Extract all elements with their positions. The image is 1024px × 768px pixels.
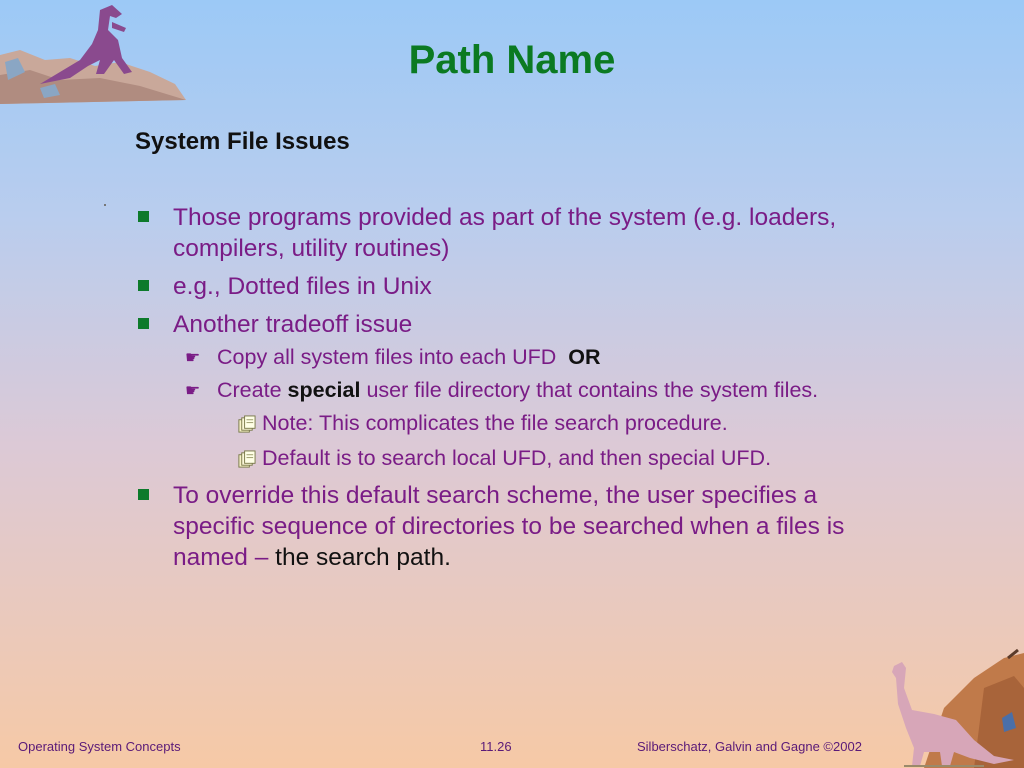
note-pad-icon (238, 415, 256, 433)
bullet-item: Those programs provided as part of the s… (135, 202, 905, 264)
green-square-bullet-icon (138, 280, 149, 291)
bullet-text: Another tradeoff issue (173, 311, 413, 338)
bullet-text: Those programs provided as part of the s… (173, 204, 837, 262)
note-item: Default is to search local UFD, and then… (135, 445, 905, 472)
bullet-item: To override this default search scheme, … (135, 480, 905, 573)
bullet-item: Another tradeoff issue (135, 309, 905, 340)
slide-title: Path Name (408, 38, 616, 82)
footer-page-number: 11.26 (480, 739, 512, 754)
dinosaur-bottom-right-illustration (892, 648, 1024, 768)
sub-bullet-text: Copy all system files into each UFD (217, 345, 557, 369)
footer-course-title: Operating System Concepts (18, 739, 181, 754)
bullet-item: e.g., Dotted files in Unix (135, 271, 905, 302)
bullet-text: e.g., Dotted files in Unix (173, 273, 432, 300)
green-square-bullet-icon (138, 489, 149, 500)
pointing-hand-icon: ☛ (185, 348, 201, 367)
footer-copyright: Silberschatz, Galvin and Gagne ©2002 (637, 739, 862, 754)
special-emphasis: special (287, 378, 361, 402)
bullet-text: To override this default search scheme, … (173, 482, 845, 571)
note-text: Note: This complicates the file search p… (262, 411, 728, 435)
note-pad-icon (238, 450, 256, 468)
sub-bullet-text-post: user file directory that contains the sy… (366, 378, 819, 402)
search-path-text: the search path. (275, 544, 451, 571)
note-item: Note: This complicates the file search p… (135, 410, 905, 437)
sub-bullet-item: ☛ Create special user file directory tha… (135, 377, 905, 404)
note-text: Default is to search local UFD, and then… (262, 446, 772, 470)
green-square-bullet-icon (138, 211, 149, 222)
dinosaur-top-left-illustration (0, 5, 186, 104)
green-square-bullet-icon (138, 318, 149, 329)
sub-bullet-item: ☛ Copy all system files into each UFD OR (135, 344, 905, 371)
sub-bullet-text-pre: Create (217, 378, 282, 402)
pointing-hand-icon: ☛ (185, 381, 201, 400)
decorative-dot (104, 204, 106, 206)
section-subtitle: System File Issues (135, 128, 350, 155)
bullet-list: Those programs provided as part of the s… (135, 202, 905, 580)
or-emphasis: OR (568, 345, 601, 369)
